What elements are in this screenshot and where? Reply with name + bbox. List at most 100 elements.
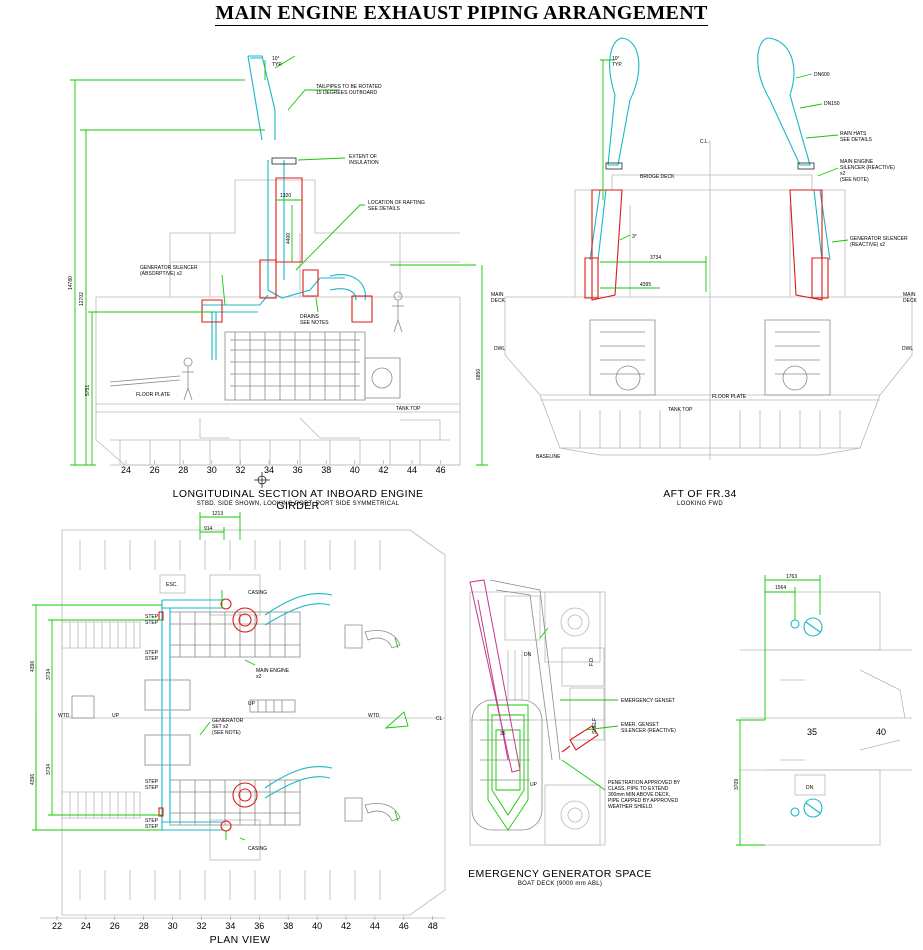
text-line: SEE DETAILS (840, 137, 873, 143)
dim-3734-bottom: 3734 (46, 764, 52, 775)
text-line: TYP. (272, 62, 282, 68)
label-aft-floor-plate: FLOOR PLATE (712, 394, 747, 400)
detail-frame-35: 35 (807, 727, 817, 737)
label-fo: F.O. (589, 657, 595, 666)
aft-caption: AFT OF FR.34 (663, 488, 737, 500)
frame-number: 36 (254, 921, 264, 931)
label-esc: ESC. (166, 582, 178, 588)
label-dwl-right: DWL (902, 346, 913, 352)
dim-3deg: 3° (632, 234, 637, 240)
text-line: SEE DETAILS (368, 206, 401, 212)
label-floor-plate: FLOOR PLATE (136, 392, 171, 398)
frame-number: 42 (341, 921, 351, 931)
dim-1564: 1564 (775, 585, 786, 591)
emergency-caption: EMERGENCY GENERATOR SPACE (468, 868, 652, 880)
text-line: PIPE CAPPED BY APPROVED (608, 798, 679, 804)
longitudinal-caption: LONGITUDINAL SECTION AT INBOARD ENGINE G… (172, 488, 424, 512)
label-bridge-deck: BRIDGE DECK (640, 174, 675, 180)
frame-number: 44 (407, 465, 417, 475)
frame-number: 28 (139, 921, 149, 931)
detail-dn: DN (806, 785, 814, 791)
frame-number: 30 (207, 465, 217, 475)
dim-1763: 1763 (786, 574, 797, 580)
frame-number: 40 (312, 921, 322, 931)
dim-3734-top: 3734 (46, 669, 52, 680)
text-line: STEP (145, 656, 159, 662)
note-gen-silencer: GENERATOR SILENCER(ABSORPTIVE) x2 (140, 265, 198, 277)
text-line: STEP (145, 620, 159, 626)
longitudinal-section: 14780 12702 5751 6850 1320 4400 10°TYP. … (68, 55, 488, 488)
frame-number: 24 (81, 921, 91, 931)
frame-number: 36 (293, 465, 303, 475)
text-line: x2 (256, 674, 262, 680)
text-line: STEP (145, 824, 159, 830)
text-line: INSULATION (349, 160, 379, 166)
text-line: (SEE NOTE) (840, 177, 869, 183)
label-shelf: SHELF (592, 718, 598, 734)
aft-angle-typ: 10°TYP. (612, 56, 622, 68)
dim-1213: 1213 (212, 511, 223, 517)
label-frame-35: 35 (500, 731, 506, 737)
text-line: SILENCER (REACTIVE) (840, 165, 895, 171)
detail-view: 1763 1564 3709 DN 35 40 (734, 574, 912, 846)
label-up: UP (530, 782, 538, 788)
dim-12702: 12702 (79, 292, 85, 306)
frame-number: 28 (178, 465, 188, 475)
label-casing-top: CASING (248, 590, 267, 596)
longitudinal-subcaption: STBD. SIDE SHOWN, LOOKING PORT, PORT SID… (196, 501, 400, 507)
label-cl: C.L. (700, 139, 709, 145)
text-line: SILENCER (REACTIVE) (621, 728, 676, 734)
text-line: WEATHER SHIELD. (608, 804, 653, 810)
frame-number: 42 (378, 465, 388, 475)
drawing-title: MAIN ENGINE EXHAUST PIPING ARRANGEMENT (215, 2, 708, 26)
plan-caption: PLAN VIEW (209, 934, 271, 946)
text-line: DECK (491, 298, 506, 304)
detail-frame-40: 40 (876, 727, 886, 737)
label-up-2: UP (248, 701, 256, 707)
label-dwl-left: DWL (494, 346, 505, 352)
frame-number: 38 (321, 465, 331, 475)
label-up-1: UP (112, 713, 120, 719)
text-line: 300mm MIN ABOVE DECK, (608, 792, 670, 798)
dim-14780: 14780 (68, 276, 74, 290)
dim-6850: 6850 (476, 369, 482, 380)
dim-3734: 3734 (650, 255, 661, 261)
dim-4400: 4400 (286, 233, 292, 244)
frame-number: 40 (350, 465, 360, 475)
text-line: 15 DEGREES OUTBOARD (316, 90, 378, 96)
text-line: (SEE NOTE) (212, 730, 241, 736)
text-line: SET x2 (212, 724, 229, 730)
frame-number: 26 (110, 921, 120, 931)
frame-number: 34 (264, 465, 274, 475)
dim-4395: 4395 (640, 282, 651, 288)
text-line: TYP. (612, 62, 622, 68)
label-dn: DN (524, 652, 532, 658)
text-line: STEP (145, 785, 159, 791)
text-line: CLASS, PIPE TO EXTEND (608, 786, 669, 792)
emergency-subcaption: BOAT DECK (9000 mm ABL) (517, 881, 603, 887)
text-line: SEE NOTES (300, 320, 329, 326)
label-aft-tank-top: TANK TOP (668, 407, 693, 413)
frame-number: 38 (283, 921, 293, 931)
note-dn150: DN150 (824, 101, 840, 107)
label-baseline: BASELINE (536, 454, 561, 460)
label-tank-top: TANK TOP (396, 406, 421, 412)
frame-number: 46 (436, 465, 446, 475)
